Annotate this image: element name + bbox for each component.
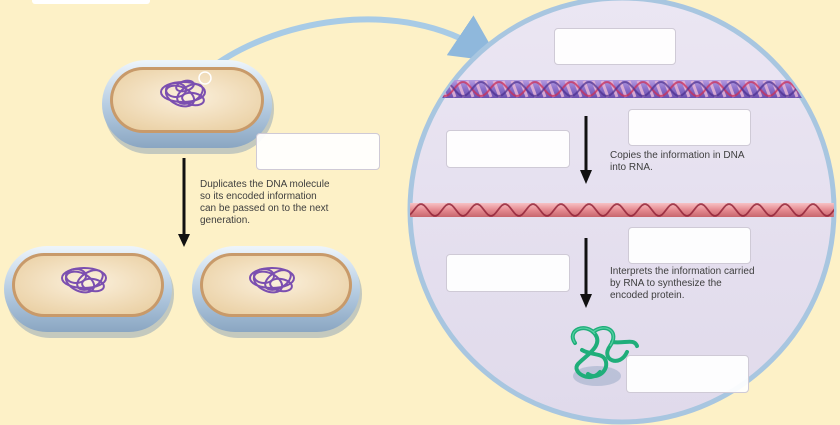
daughter-bacterium-left [4,246,174,338]
dna-base-pair-stripe [807,80,817,98]
rna-strand [410,203,834,217]
header-tab-stub [32,0,150,4]
label-box-translation[interactable] [446,254,570,292]
dna-double-helix [410,80,840,98]
caption-replication: Duplicates the DNA molecule so its encod… [200,179,330,226]
dna-base-pair-stripe [420,80,430,98]
label-box-protein[interactable] [626,355,749,393]
dna-base-pair-stripe [825,80,834,98]
label-box-replication[interactable] [256,133,380,170]
chromosome-tangle [61,267,107,294]
daughter-bacterium-right [192,246,362,338]
zoom-connector-arrow [203,15,500,75]
replication-arrow [178,158,190,247]
label-box-transcription[interactable] [446,130,570,168]
label-box-rna[interactable] [628,109,751,146]
zoom-focus-ring [198,71,212,85]
chromosome-tangle [249,267,295,294]
dna-base-pair-stripe [411,80,421,98]
chromosome-tangle [160,79,206,108]
caption-transcription: Copies the information in DNA into RNA. [610,150,745,173]
label-box-dna[interactable] [554,28,676,65]
transcription-arrow [580,116,592,184]
protein-fold [570,326,639,386]
dna-base-pair-stripe [410,80,412,98]
label-box-protein-upper[interactable] [628,227,751,264]
dna-base-pair-stripe [429,80,439,98]
dna-base-pair-stripe [816,80,826,98]
caption-translation: Interprets the information carried by RN… [610,266,755,301]
parent-bacterium [102,60,274,154]
dna-base-pair-stripe [836,81,840,97]
translation-arrow [580,238,592,308]
